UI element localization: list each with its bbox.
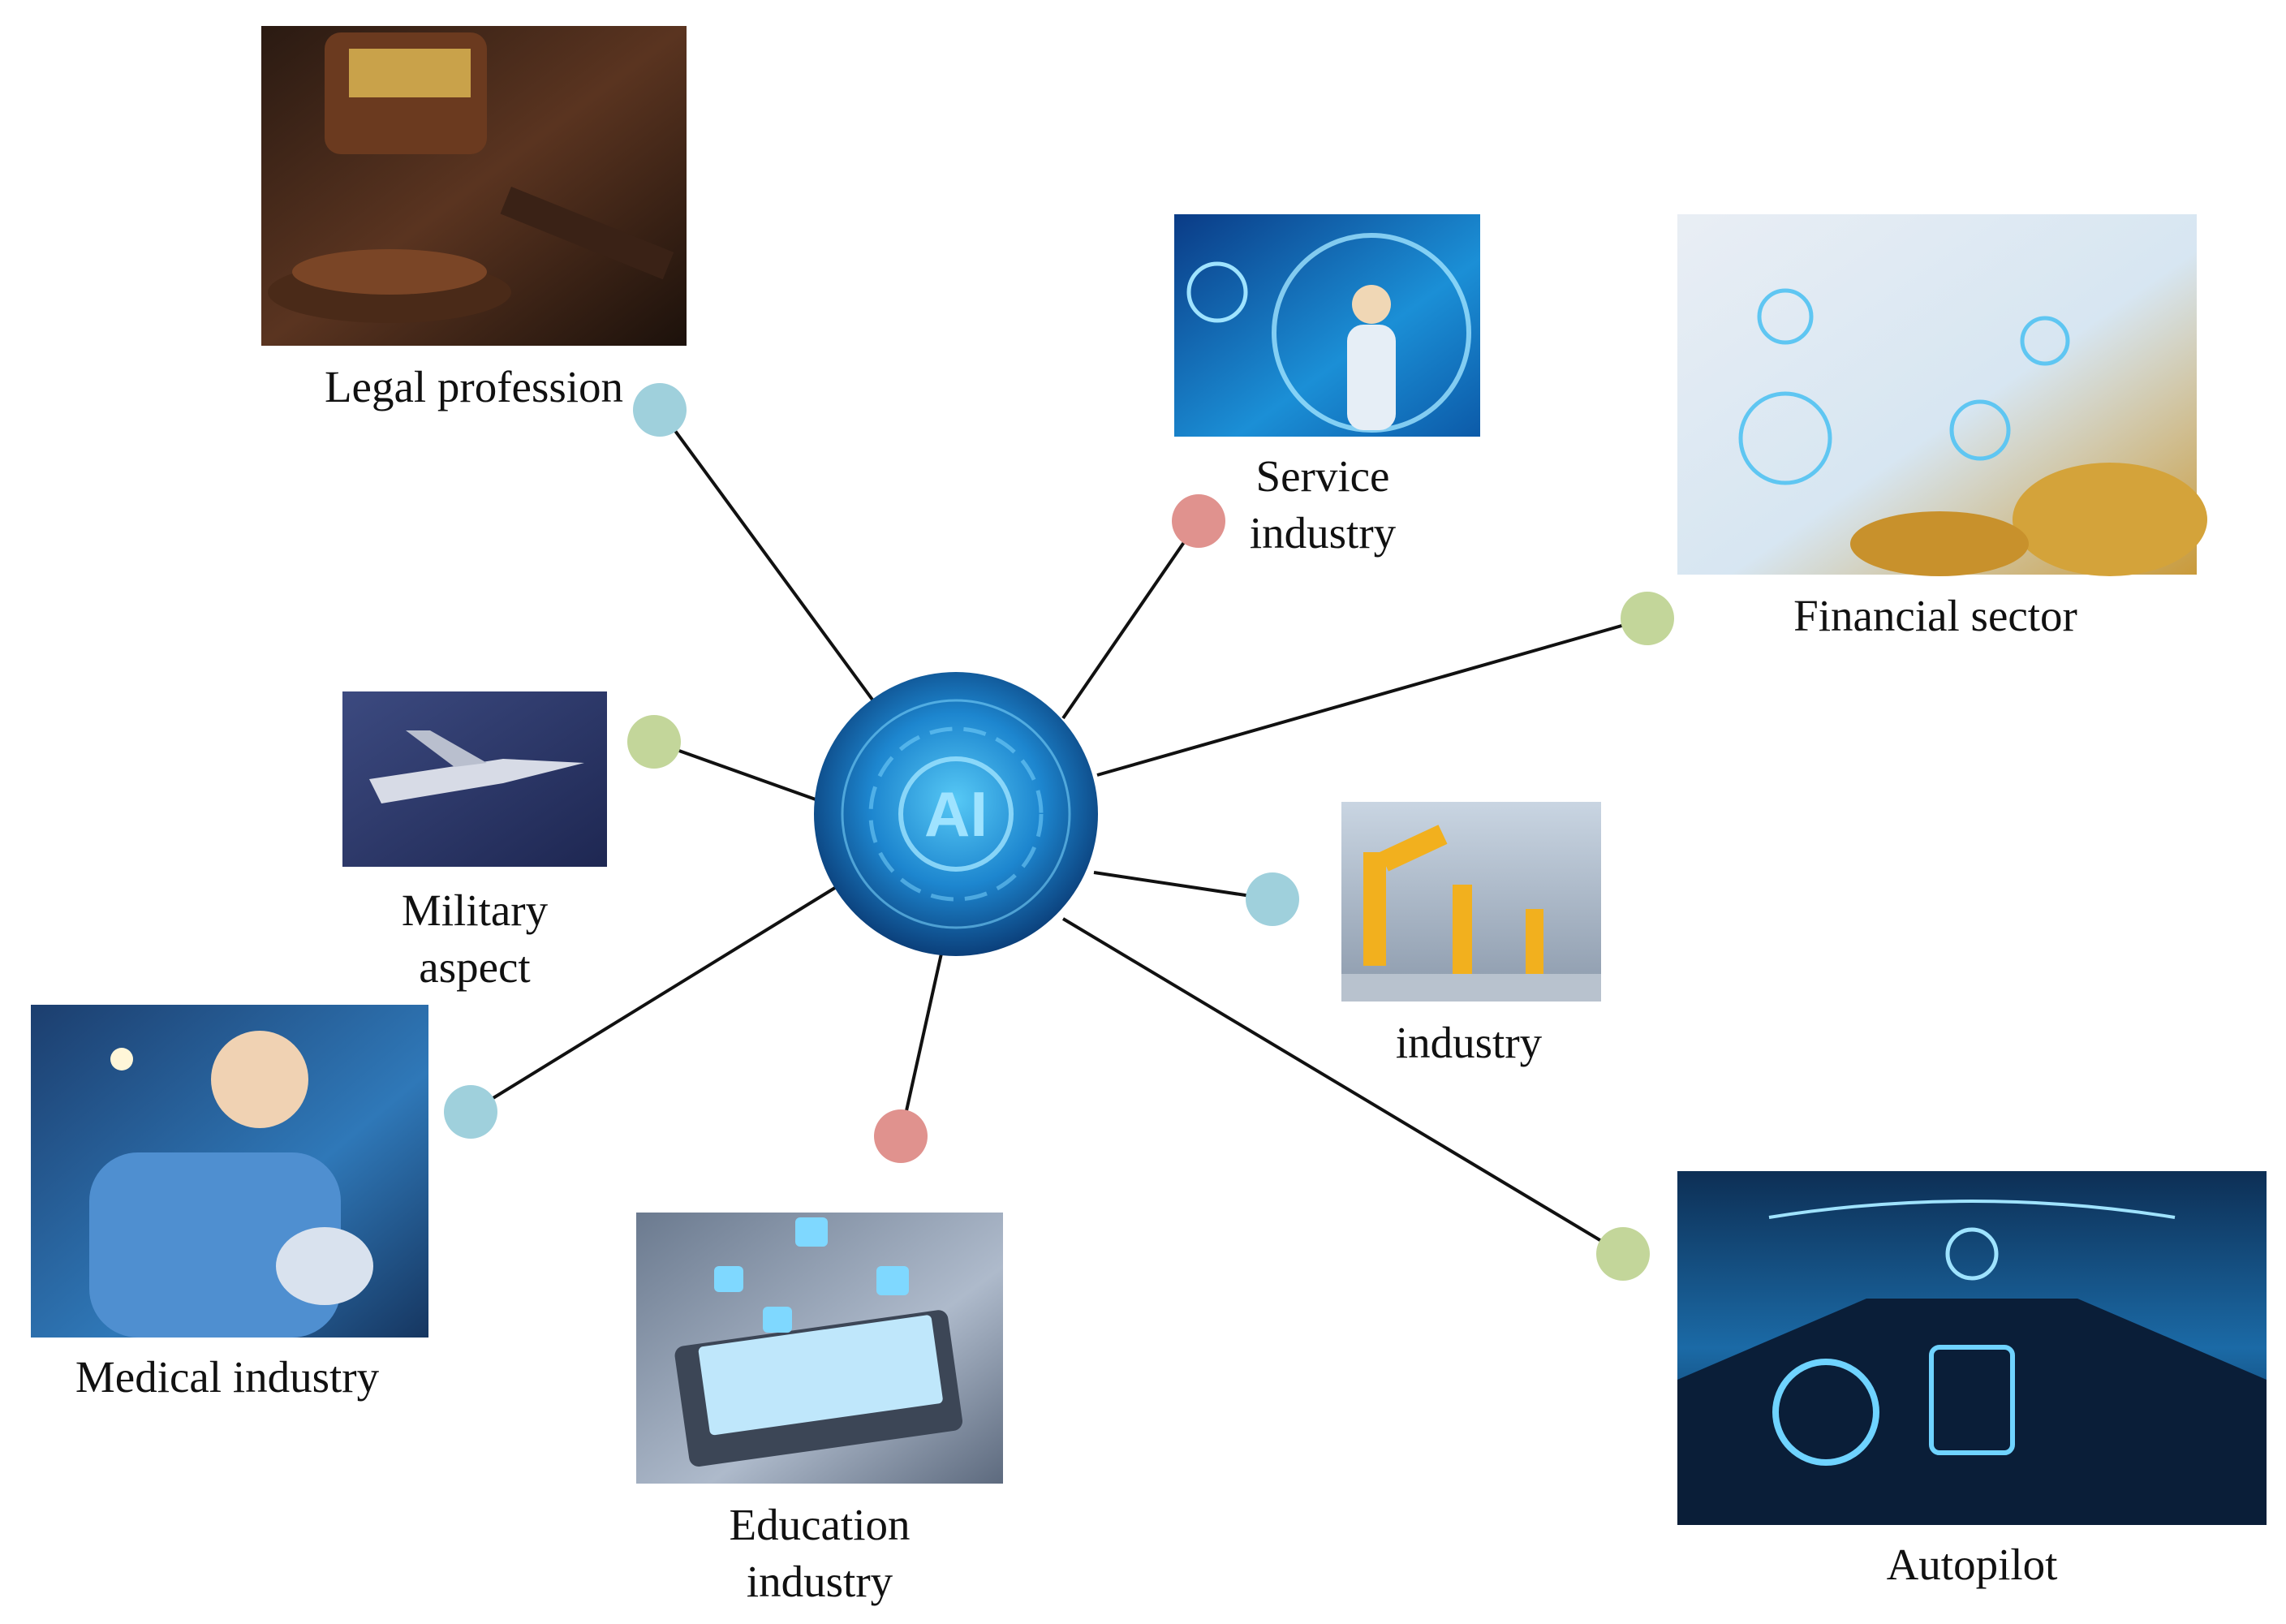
label-medical: Medical industry bbox=[49, 1349, 406, 1406]
dot-service bbox=[1172, 494, 1225, 548]
connector-legal bbox=[658, 408, 874, 701]
ai-hub: AI bbox=[814, 672, 1098, 956]
label-legal-line: Legal profession bbox=[324, 362, 624, 411]
label-legal: Legal profession bbox=[312, 359, 636, 416]
connector-autopilot bbox=[1061, 917, 1625, 1256]
label-military-line-2: aspect bbox=[419, 942, 531, 992]
connector-military bbox=[653, 740, 816, 801]
label-military-line-1: Military bbox=[401, 885, 549, 935]
dot-financial bbox=[1621, 592, 1674, 645]
label-autopilot: Autopilot bbox=[1850, 1536, 2094, 1593]
label-financial: Financial sector bbox=[1761, 588, 2110, 644]
label-industry-line: industry bbox=[1395, 1018, 1543, 1067]
label-military: Military aspect bbox=[353, 882, 596, 996]
legal-gavel-image bbox=[261, 26, 687, 346]
connectors bbox=[469, 408, 1648, 1256]
label-autopilot-line: Autopilot bbox=[1886, 1540, 2058, 1589]
label-service: Service industry bbox=[1201, 448, 1444, 562]
industry-robots-image bbox=[1341, 802, 1601, 1002]
label-service-line-1: Service bbox=[1255, 451, 1390, 501]
connector-medical bbox=[469, 885, 839, 1114]
financial-sector-image bbox=[1677, 214, 2207, 576]
endpoint-dots bbox=[444, 383, 1674, 1281]
service-industry-image bbox=[1174, 214, 1480, 437]
dot-legal bbox=[633, 383, 687, 437]
connector-education bbox=[899, 953, 943, 1137]
label-education-line-1: Education bbox=[729, 1500, 911, 1549]
military-jet-image bbox=[342, 691, 607, 867]
connector-service bbox=[1061, 519, 1200, 720]
label-service-line-2: industry bbox=[1249, 508, 1397, 558]
connector-industry bbox=[1093, 871, 1273, 901]
label-financial-line: Financial sector bbox=[1793, 591, 2077, 640]
label-medical-line: Medical industry bbox=[75, 1352, 380, 1402]
label-education-line-2: industry bbox=[746, 1557, 893, 1606]
connector-financial bbox=[1096, 617, 1648, 777]
dot-autopilot bbox=[1596, 1227, 1650, 1281]
education-industry-image bbox=[636, 1213, 1003, 1484]
dot-education bbox=[874, 1109, 928, 1163]
dot-industry bbox=[1246, 872, 1299, 926]
autopilot-image bbox=[1677, 1171, 2267, 1525]
dot-military bbox=[627, 715, 681, 769]
label-education: Education industry bbox=[698, 1497, 941, 1610]
ai-hub-text: AI bbox=[924, 778, 988, 850]
dot-medical bbox=[444, 1085, 497, 1139]
medical-industry-image bbox=[31, 1005, 428, 1338]
label-industry: industry bbox=[1347, 1014, 1591, 1071]
